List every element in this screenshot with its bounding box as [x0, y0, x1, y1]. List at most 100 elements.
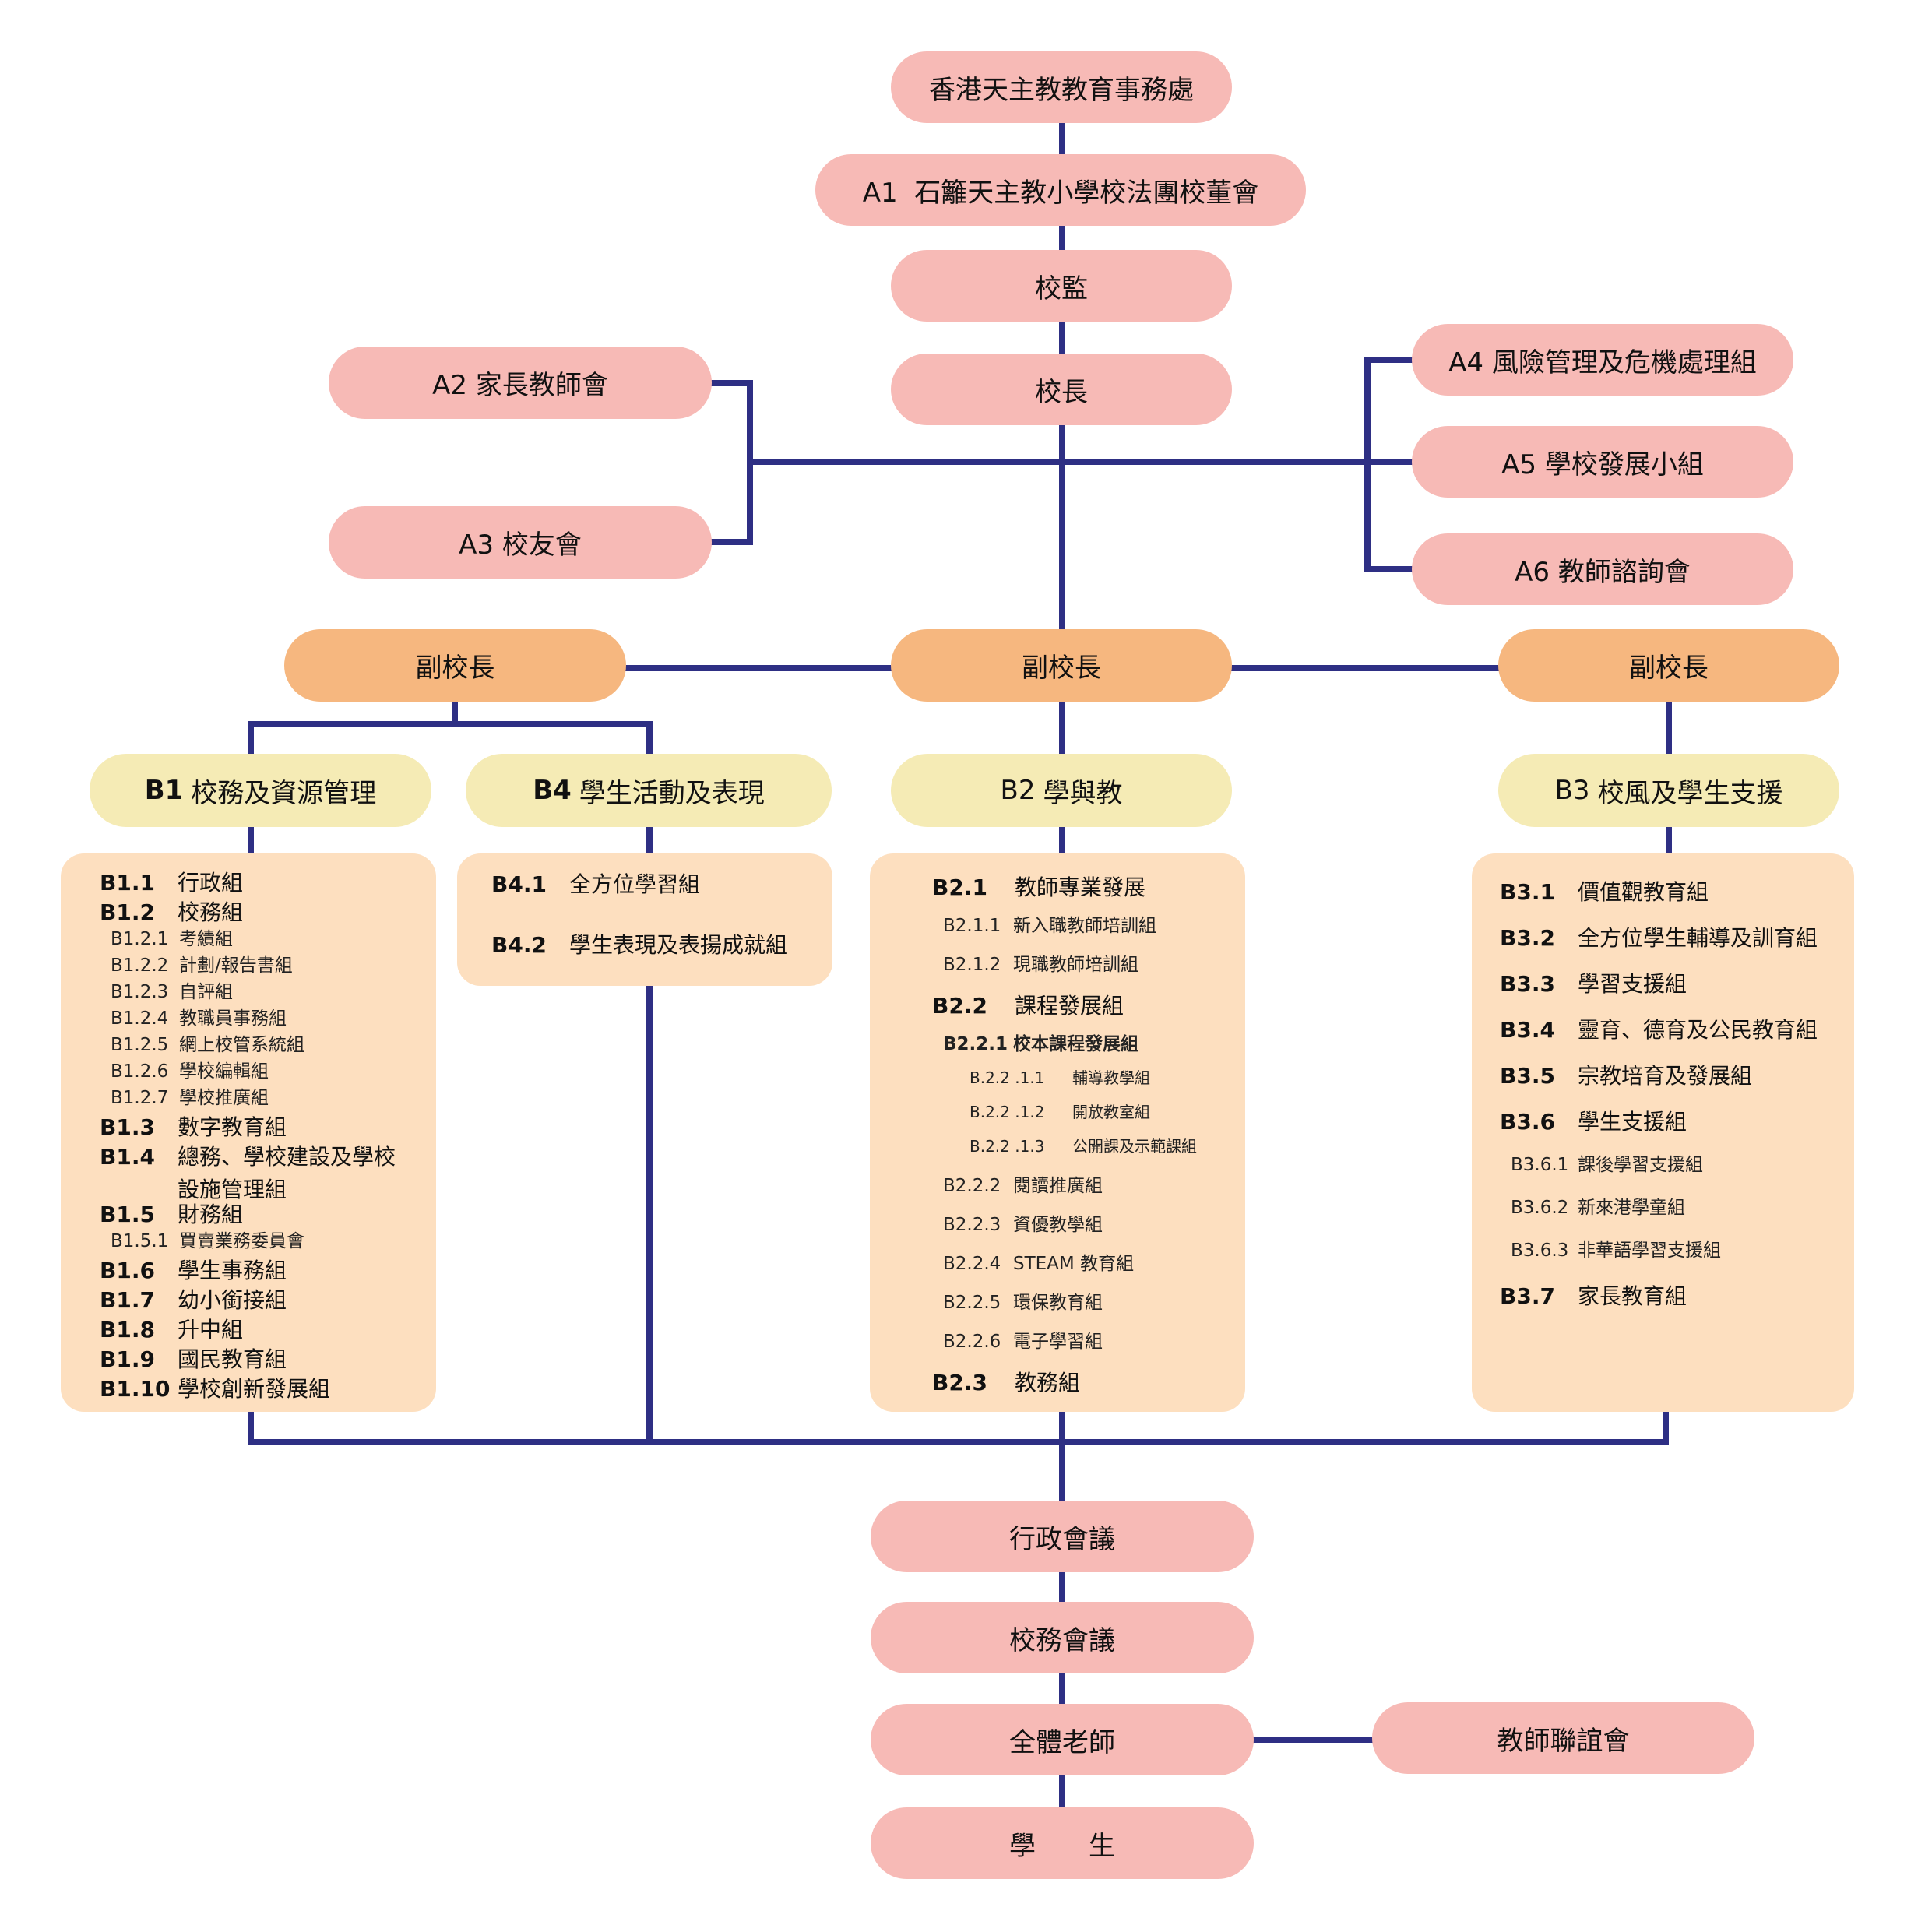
connector-teachers-association: [1250, 1737, 1374, 1743]
item-code: B1.2.7: [111, 1088, 169, 1108]
vice-principal-right-label: 副校長: [1629, 653, 1709, 684]
item-code: B3.2: [1500, 925, 1555, 951]
item-label: 課後學習支援組: [1578, 1155, 1703, 1175]
connector-bottom-bus: [248, 1439, 1669, 1445]
vice-principal-left-box: 副校長: [284, 629, 626, 702]
item-label: 非華語學習支援組: [1578, 1240, 1721, 1261]
b2-header-code: B2: [1000, 775, 1036, 806]
a5-school-development-box: A5 學校發展小組: [1412, 426, 1793, 498]
school-affairs-meeting-box: 校務會議: [871, 1602, 1254, 1673]
vice-principal-left-label: 副校長: [415, 653, 495, 684]
item-code: B2.3: [932, 1370, 987, 1395]
item-code: B2.1.1: [943, 916, 1001, 936]
item-code: B.2.2 .1.3: [970, 1137, 1045, 1156]
item-label: 財務組: [178, 1202, 244, 1227]
b2-header-title: 學與教: [1043, 777, 1123, 809]
b2-header-box: B2 學與教: [891, 754, 1232, 827]
b3-header-title: 校風及學生支援: [1597, 777, 1783, 809]
item-code: B3.6.3: [1511, 1240, 1569, 1261]
a4-risk-management-box: A4 風險管理及危機處理組: [1412, 324, 1793, 396]
b4-header-code: B4: [533, 775, 572, 806]
item-code: B3.4: [1500, 1017, 1555, 1043]
item-label: 學生事務組: [178, 1258, 287, 1283]
item-label: 校本課程發展組: [1013, 1034, 1138, 1054]
a1-school-board-box: A1 石籬天主教小學校法團校董會: [815, 154, 1306, 226]
admin-meeting-label: 行政會議: [1009, 1523, 1115, 1555]
connector-left-bracket: [747, 380, 753, 545]
item-label: 教師專業發展: [1015, 875, 1146, 900]
item-label: 網上校管系統組: [179, 1035, 304, 1055]
b1-header-code: B1: [144, 775, 184, 806]
item-label: 全方位學生輔導及訓育組: [1578, 925, 1818, 951]
item-label: 總務、學校建設及學校: [178, 1144, 396, 1170]
item-code: B3.7: [1500, 1283, 1555, 1309]
item-label: 行政組: [178, 870, 244, 896]
item-code: B2.2.1: [943, 1034, 1008, 1054]
a3-alumni-box: A3 校友會: [329, 506, 712, 579]
item-code: B3.6.2: [1511, 1198, 1569, 1218]
item-label: 宗教培育及發展組: [1578, 1063, 1753, 1089]
item-code: B2.2.3: [943, 1215, 1001, 1235]
a3-alumni-label: A3 校友會: [459, 530, 582, 561]
b3-header-box: B3 校風及學生支援: [1498, 754, 1839, 827]
item-code: B2.2.4: [943, 1254, 1001, 1274]
connector-a-groups-bus: [748, 459, 1414, 465]
item-code: B1.2.5: [111, 1035, 169, 1055]
students-box: 學 生: [871, 1807, 1254, 1879]
item-code: B1.2.3: [111, 982, 169, 1002]
diocese-office-box: 香港天主教教育事務處: [891, 51, 1232, 123]
item-code: B1.6: [100, 1258, 155, 1283]
teachers-association-label: 教師聯誼會: [1497, 1725, 1630, 1757]
b1-header-box: B1 校務及資源管理: [90, 754, 431, 827]
item-label: 學校編輯組: [179, 1061, 269, 1082]
a6-teacher-advisory-label: A6 教師諮詢會: [1515, 556, 1691, 588]
item-label: 現職教師培訓組: [1013, 955, 1138, 975]
b4-header-box: B4 學生活動及表現: [466, 754, 832, 827]
a5-school-development-label: A5 學校發展小組: [1501, 449, 1704, 480]
diocese-office-label: 香港天主教教育事務處: [929, 74, 1194, 106]
item-code: B3.1: [1500, 879, 1555, 905]
b1-header-title: 校務及資源管理: [191, 777, 377, 809]
item-label: 學習支援組: [1578, 971, 1687, 997]
item-label: 升中組: [178, 1317, 244, 1343]
all-teachers-box: 全體老師: [871, 1704, 1254, 1775]
connector-b1-down: [248, 1409, 254, 1445]
connector-to-b4: [646, 721, 653, 1445]
all-teachers-label: 全體老師: [1009, 1726, 1115, 1758]
connector-b3-down: [1663, 1409, 1669, 1445]
item-label: 閱讀推廣組: [1013, 1176, 1103, 1196]
item-label-continued: 設施管理組: [178, 1177, 287, 1202]
connector-right-bracket: [1364, 357, 1371, 572]
a4-risk-management-label: A4 風險管理及危機處理組: [1448, 347, 1757, 378]
item-code: B1.2.1: [111, 929, 169, 949]
admin-meeting-box: 行政會議: [871, 1501, 1254, 1572]
a2-pta-box: A2 家長教師會: [329, 347, 712, 419]
